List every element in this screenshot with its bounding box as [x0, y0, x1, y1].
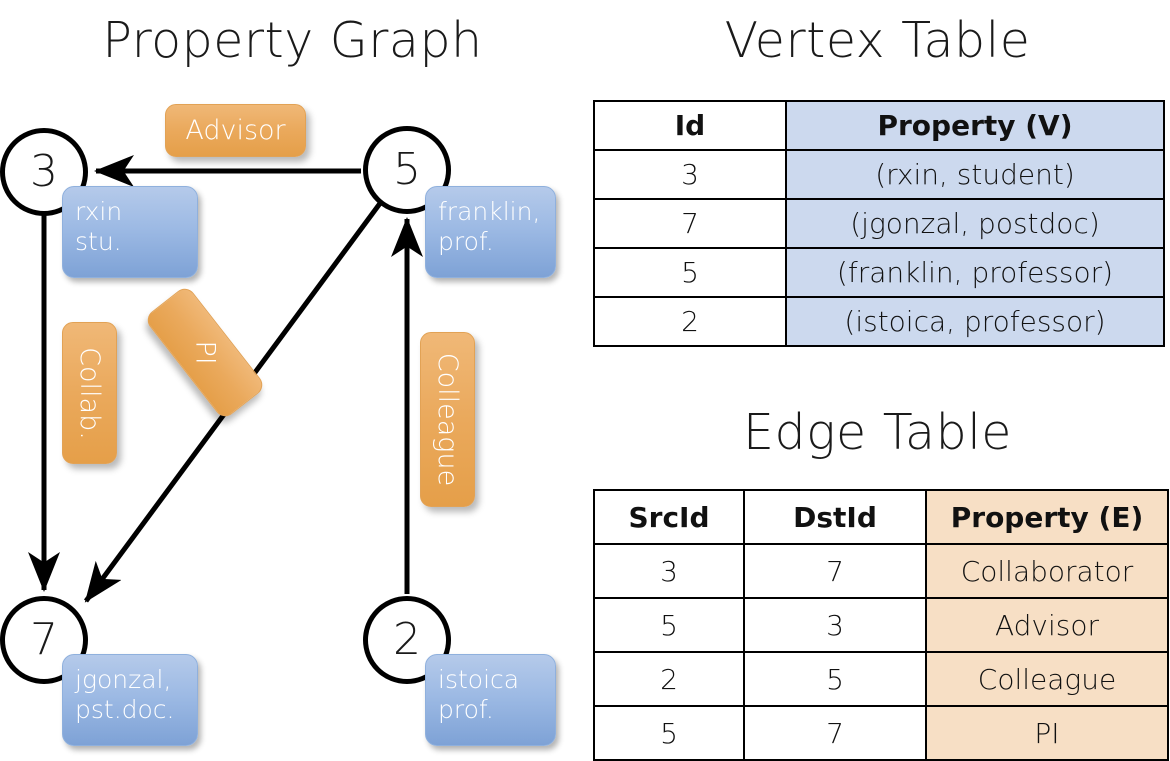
node-property-callout-7: jgonzal, pst.doc.	[62, 654, 198, 746]
node-property-callout-2: istoica prof.	[425, 654, 556, 746]
edge-cell-srcid: 5	[593, 705, 745, 761]
edge-label-advisor-text: Advisor	[185, 115, 286, 146]
edge-cell-dstid: 5	[743, 651, 927, 707]
page-title-property-graph: Property Graph	[102, 12, 483, 69]
table-row: 7 (jgonzal, postdoc)	[593, 198, 1165, 249]
vertex-cell-id: 5	[593, 247, 787, 298]
vertex-table-header-id: Id	[593, 100, 787, 151]
vertex-table-header-row: Id Property (V)	[593, 100, 1165, 151]
table-row: 3 7 Collaborator	[593, 543, 1169, 599]
graph-node-3-label: 3	[30, 146, 58, 197]
node-property-7-line2: pst.doc.	[75, 694, 175, 724]
page-title-edge-table: Edge Table	[743, 404, 1012, 461]
edge-cell-srcid: 2	[593, 651, 745, 707]
vertex-cell-property: (istoica, professor)	[785, 296, 1165, 347]
edge-table-header-property: Property (E)	[925, 489, 1169, 545]
node-property-3-line1: rxin	[75, 197, 123, 226]
table-row: 2 5 Colleague	[593, 651, 1169, 707]
edge-cell-srcid: 5	[593, 597, 745, 653]
edge-label-collab-text: Collab.	[74, 346, 105, 440]
edge-cell-dstid: 7	[743, 705, 927, 761]
edge-label-collab: Collab.	[62, 322, 117, 464]
vertex-table: Id Property (V) 3 (rxin, student) 7 (jgo…	[593, 100, 1165, 347]
edge-cell-property: Colleague	[925, 651, 1169, 707]
table-row: 5 7 PI	[593, 705, 1169, 761]
graph-node-2-label: 2	[393, 614, 421, 665]
edge-cell-srcid: 3	[593, 543, 745, 599]
node-property-callout-5: franklin, prof.	[425, 186, 556, 278]
edge-table-header-srcid: SrcId	[593, 489, 745, 545]
vertex-cell-property: (jgonzal, postdoc)	[785, 198, 1165, 249]
edge-label-colleague-text: Colleague	[432, 352, 463, 487]
vertex-cell-id: 3	[593, 149, 787, 200]
page-title-vertex-table: Vertex Table	[724, 12, 1031, 69]
edge-table-header-dstid: DstId	[743, 489, 927, 545]
node-property-callout-3: rxin stu.	[62, 186, 198, 278]
graph-node-2[interactable]: 2	[363, 596, 451, 684]
vertex-cell-property: (franklin, professor)	[785, 247, 1165, 298]
property-graph-canvas: 3 5 7 2 rxin stu. franklin, prof. jgonza…	[0, 0, 585, 760]
node-property-2-line2: prof.	[438, 694, 494, 724]
node-property-3-line2: stu.	[75, 226, 122, 256]
vertex-cell-property: (rxin, student)	[785, 149, 1165, 200]
node-property-7-line1: jgonzal,	[75, 665, 172, 694]
table-row: 5 (franklin, professor)	[593, 247, 1165, 298]
edge-cell-dstid: 3	[743, 597, 927, 653]
node-property-5-line2: prof.	[438, 226, 494, 256]
edge-label-advisor: Advisor	[165, 104, 306, 157]
graph-node-5[interactable]: 5	[363, 126, 451, 214]
table-row: 3 (rxin, student)	[593, 149, 1165, 200]
edge-label-colleague: Colleague	[420, 332, 475, 507]
vertex-cell-id: 7	[593, 198, 787, 249]
vertex-cell-id: 2	[593, 296, 787, 347]
edge-table: SrcId DstId Property (E) 3 7 Collaborato…	[593, 489, 1169, 761]
graph-node-5-label: 5	[393, 144, 421, 195]
table-row: 5 3 Advisor	[593, 597, 1169, 653]
table-row: 2 (istoica, professor)	[593, 296, 1165, 347]
edge-table-header-row: SrcId DstId Property (E)	[593, 489, 1169, 545]
edge-label-pi-text: PI	[189, 340, 221, 365]
edge-cell-dstid: 7	[743, 543, 927, 599]
edge-cell-property: Advisor	[925, 597, 1169, 653]
edge-cell-property: Collaborator	[925, 543, 1169, 599]
node-property-5-line1: franklin,	[438, 197, 541, 226]
graph-node-7-label: 7	[30, 614, 58, 665]
vertex-table-header-property: Property (V)	[785, 100, 1165, 151]
node-property-2-line1: istoica	[438, 665, 520, 694]
edge-cell-property: PI	[925, 705, 1169, 761]
